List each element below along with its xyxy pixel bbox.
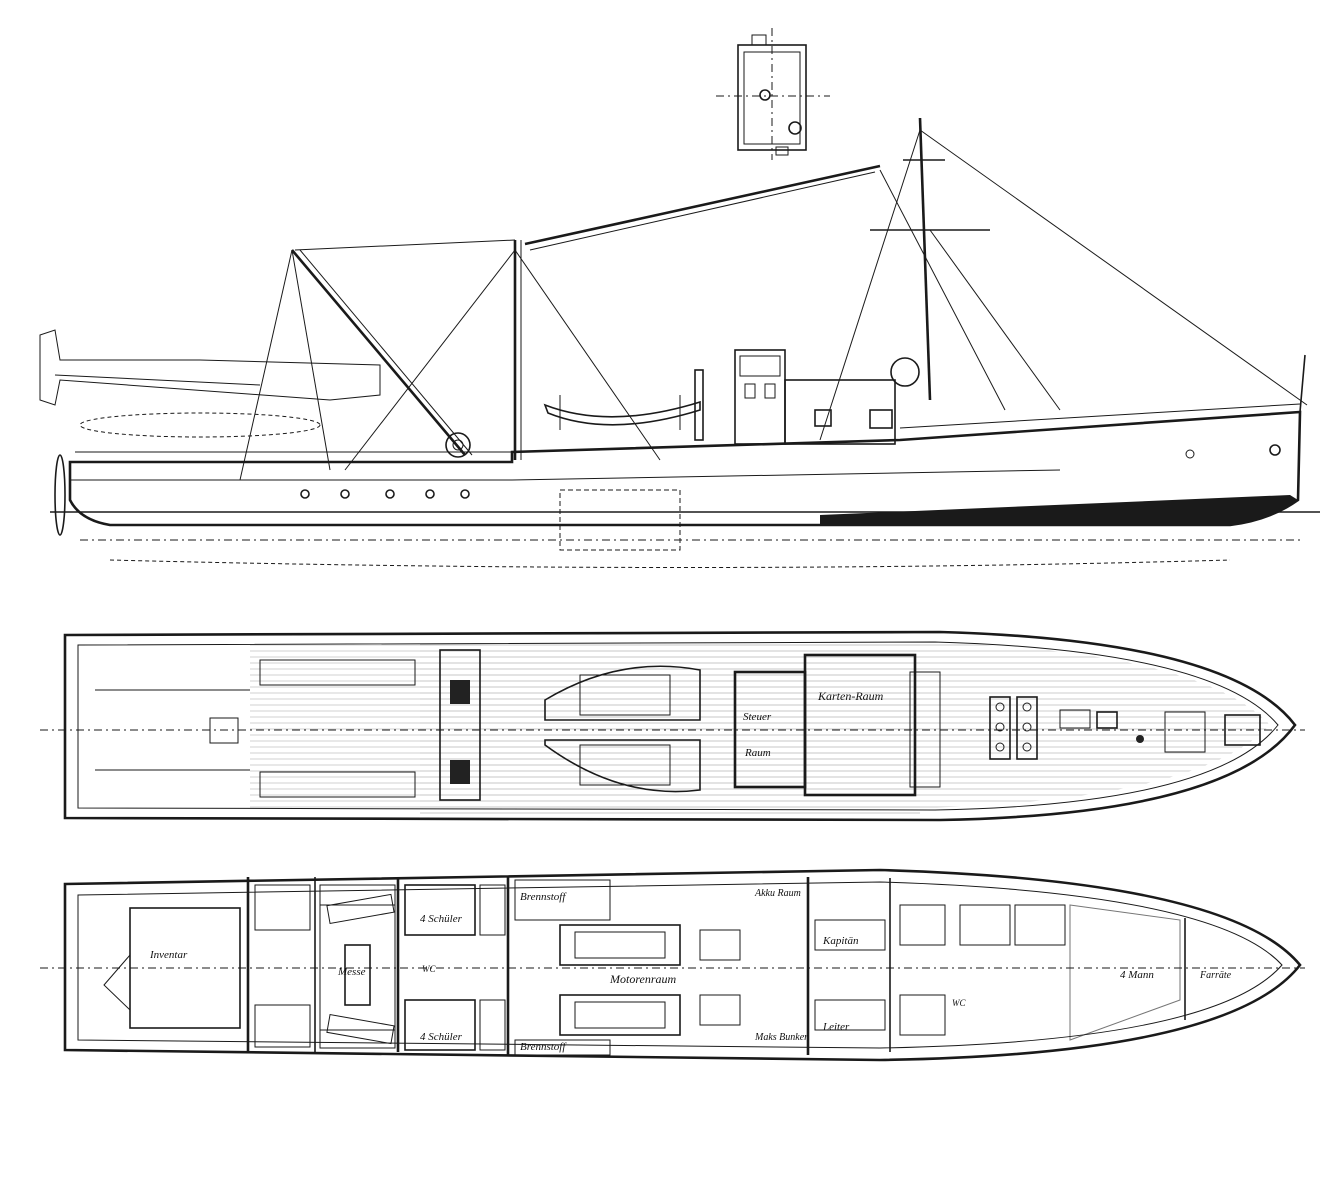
steuer-label: Steuer bbox=[743, 711, 772, 723]
upper-deck-plan: Steuer Raum Karten-Raum bbox=[40, 630, 1305, 822]
motorenraum-label: Motorenraum bbox=[609, 972, 677, 986]
brennstoff-label-2: Brennstoff bbox=[520, 1041, 567, 1053]
portholes bbox=[300, 444, 1281, 499]
brennstoff-label-1: Brennstoff bbox=[520, 891, 567, 903]
karten-raum-label: Karten-Raum bbox=[817, 689, 884, 703]
profile-view bbox=[39, 117, 1320, 568]
kapitan-label: Kapitän bbox=[822, 935, 859, 947]
hatch-detail bbox=[716, 28, 830, 160]
maks-bunker-label: Maks Bunker bbox=[754, 1032, 808, 1043]
farrate-label: Farräte bbox=[1199, 970, 1232, 981]
deck-fittings bbox=[989, 696, 1261, 760]
akku-raum-label: Akku Raum bbox=[754, 888, 801, 899]
vier-mann-label: 4 Mann bbox=[1120, 969, 1154, 981]
messe-label: Messe bbox=[337, 966, 366, 978]
wc-label-1: WC bbox=[422, 964, 436, 974]
inventar-label: Inventar bbox=[149, 949, 188, 961]
lower-deck-plan: Inventar Messe 4 Schüler 4 Schüler WC Br… bbox=[40, 868, 1305, 1062]
wc-label-2: WC bbox=[952, 998, 966, 1008]
schuler-label-2: 4 Schüler bbox=[420, 1031, 463, 1043]
schuler-label-1: 4 Schüler bbox=[420, 913, 463, 925]
leiter-label: Leiter bbox=[822, 1021, 850, 1033]
raum-label: Raum bbox=[744, 747, 771, 759]
